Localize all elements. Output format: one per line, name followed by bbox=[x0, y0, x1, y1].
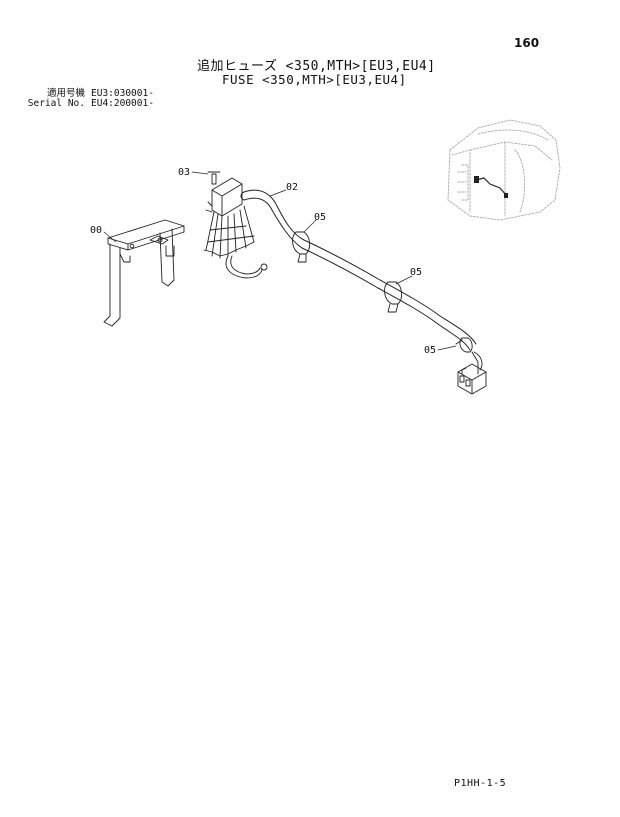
callout-label: 03 bbox=[178, 167, 190, 178]
clamp bbox=[292, 231, 311, 263]
page-number: 160 bbox=[514, 36, 540, 50]
wire-bundle bbox=[203, 205, 268, 279]
callout-label: 00 bbox=[90, 225, 102, 236]
end-connector bbox=[457, 351, 487, 395]
serial-label: 適用号機 bbox=[46, 88, 85, 99]
serial-row: Serial No. EU4:200001- bbox=[24, 99, 154, 109]
serial-value: EU4:200001- bbox=[91, 98, 154, 109]
clamp bbox=[455, 337, 473, 353]
title-english: FUSE <350,MTH>[EU3,EU4] bbox=[222, 72, 407, 87]
fuse-box bbox=[205, 171, 243, 217]
main-harness bbox=[240, 189, 477, 351]
bracket-assembly bbox=[103, 219, 185, 327]
serial-label: Serial No. bbox=[27, 98, 85, 109]
title-japanese: 追加ヒューズ <350,MTH>[EU3,EU4] bbox=[197, 59, 436, 74]
callout-label: 05 bbox=[424, 345, 436, 356]
serial-value: EU3:030001- bbox=[91, 88, 154, 99]
leader-lines bbox=[103, 171, 457, 351]
callout-label: 05 bbox=[410, 267, 422, 278]
serial-row: 適用号機 EU3:030001- bbox=[24, 89, 154, 99]
callout-label: 05 bbox=[314, 212, 326, 223]
machine-overview bbox=[447, 119, 561, 221]
clamp bbox=[384, 281, 403, 313]
callout-label: 02 bbox=[286, 182, 298, 193]
footer-code: P1HH-1-5 bbox=[454, 778, 507, 789]
